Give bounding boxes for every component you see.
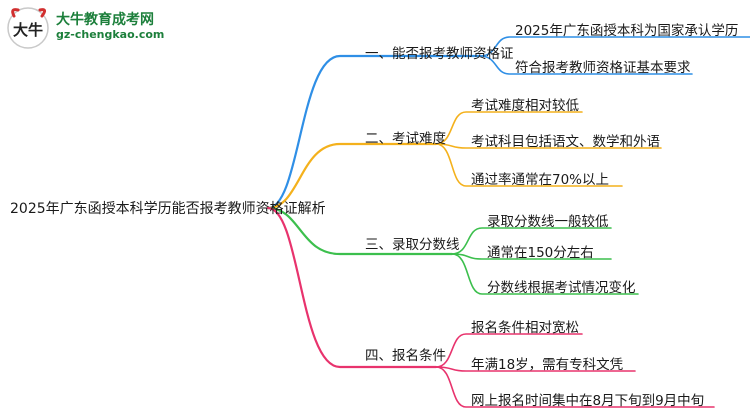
branch-connector bbox=[266, 206, 438, 369]
leaf-connector bbox=[451, 227, 612, 255]
leaf-node: 录取分数线一般较低 bbox=[487, 214, 609, 230]
branch-label-3: 三、录取分数线 bbox=[365, 237, 460, 253]
leaf-connector bbox=[435, 143, 623, 187]
leaf-node: 分数线根据考试情况变化 bbox=[487, 280, 636, 296]
branch-label-1: 一、能否报考教师资格证 bbox=[365, 46, 514, 62]
leaf-node: 符合报考教师资格证基本要求 bbox=[515, 60, 691, 76]
logo-title: 大牛教育成考网 bbox=[56, 12, 154, 28]
mindmap-root: 2025年广东函授本科学历能否报考教师资格证解析 bbox=[10, 201, 326, 217]
leaf-node: 通常在150分左右 bbox=[487, 245, 594, 261]
site-logo[interactable]: 大牛 大牛教育成考网 gz-chengkao.com bbox=[4, 4, 204, 50]
leaf-node: 通过率通常在70%以上 bbox=[471, 172, 610, 188]
leaf-connector bbox=[435, 143, 662, 149]
leaf-node: 考试难度相对较低 bbox=[471, 98, 579, 114]
logo-url: gz-chengkao.com bbox=[56, 28, 165, 41]
leaf-node: 网上报名时间集中在8月下旬到9月中旬 bbox=[471, 393, 705, 409]
leaf-connector bbox=[435, 366, 636, 372]
branch-connector bbox=[266, 142, 438, 210]
branch-label-4: 四、报名条件 bbox=[365, 348, 446, 364]
leaf-node: 考试科目包括语文、数学和外语 bbox=[471, 134, 660, 150]
leaf-connector bbox=[435, 333, 583, 368]
leaf-connector bbox=[479, 36, 750, 57]
leaf-connector bbox=[435, 366, 715, 408]
leaf-node: 2025年广东函授本科为国家承认学历 bbox=[515, 23, 739, 39]
leaf-node: 报名条件相对宽松 bbox=[471, 320, 579, 336]
bull-logo-icon: 大牛 bbox=[7, 7, 49, 49]
leaf-connector bbox=[479, 55, 693, 75]
branch-label-2: 二、考试难度 bbox=[365, 131, 446, 147]
leaf-node: 年满18岁，需有专科文凭 bbox=[471, 357, 624, 373]
leaf-connector bbox=[435, 111, 583, 145]
branch-connector bbox=[266, 206, 454, 256]
logo-mark-text: 大牛 bbox=[13, 21, 43, 39]
leaf-connector bbox=[451, 253, 612, 260]
branch-connector bbox=[266, 54, 482, 210]
leaf-connector bbox=[451, 253, 639, 295]
